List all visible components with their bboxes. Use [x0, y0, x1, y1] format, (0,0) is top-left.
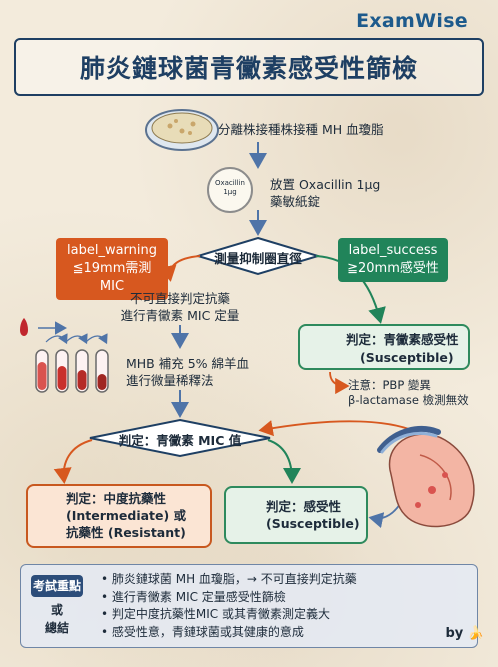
summary-or: 或	[50, 603, 63, 617]
left-note-line2: 進行青黴素 MIC 定量	[120, 308, 240, 323]
diamond-mic	[89, 418, 271, 458]
warning-line1: label_warning	[67, 243, 157, 258]
brand-logo: ExamWise	[356, 10, 468, 32]
title-box: 肺炎鏈球菌青黴素感受性篩檢	[14, 38, 484, 96]
summary-end: 總結	[44, 621, 69, 635]
byline: by 🍌	[445, 626, 485, 641]
diamond1-label: 測量抑制圈直徑	[214, 251, 302, 266]
step2-text: 放置 Oxacillin 1μg 藥敏紙錠	[270, 176, 380, 210]
success-tag: label_success ≧20mm感受性	[338, 238, 448, 282]
susceptible-bottom-box: 判定：感受性 (Susceptible)	[224, 486, 368, 544]
antibiotic-disk-icon	[207, 167, 253, 213]
note-line2: β-lactamase 檢測無效	[348, 393, 469, 407]
petri-dish-icon	[145, 109, 219, 151]
pbp-note: 注意：PBP 變異 β-lactamase 檢測無效	[348, 378, 469, 408]
step2-line2: 藥敏紙錠	[270, 194, 321, 209]
disk-label-line1: Oxacillin	[214, 179, 245, 187]
warning-line2: ≦19mm需測MIC	[72, 261, 152, 294]
bottom-left-line1: 判定：中度抗藥性	[66, 491, 167, 506]
organ-illustration	[377, 426, 475, 528]
step1-text: 分離株接種株接種 MH 血瓊脂	[218, 122, 384, 137]
susceptible-bottom-text: 判定：感受性 (Susceptible)	[266, 498, 360, 532]
arrow-to-susceptible	[267, 439, 301, 484]
summary-item: 進行青黴素 MIC 定量感受性篩檢	[101, 589, 357, 607]
bottom-mid-line2: (Susceptible)	[266, 516, 360, 531]
bottom-left-line3: 抗藥性 (Resistant)	[66, 525, 186, 540]
left-note: 不可直接判定抗藥 進行青黴素 MIC 定量	[100, 290, 260, 324]
success-line1: label_success	[348, 243, 438, 258]
note-line1: 注意：PBP 變異	[348, 378, 431, 392]
summary-item: 判定中度抗藥性MIC 或其青黴素測定義大	[101, 606, 357, 624]
arrow-to-warning	[158, 255, 201, 282]
arrow-to-resistant	[53, 439, 93, 484]
left-note-line1: 不可直接判定抗藥	[129, 291, 230, 306]
step2-line1: 放置 Oxacillin 1μg	[270, 177, 381, 192]
resistant-result-box: 判定：中度抗藥性 (Intermediate) 或 抗藥性 (Resistant…	[26, 484, 212, 548]
diamond2-label: 判定：青黴素 MIC 值	[118, 433, 242, 448]
mhb-text: MHB 補充 5% 綿羊血 進行微量稀釋法	[126, 355, 249, 389]
arrow-illustration	[368, 503, 401, 529]
summary-box: 考試重點 或 總結 肺炎鏈球菌 MH 血瓊脂，→ 不可直接判定抗藥 進行青黴素 …	[20, 564, 478, 648]
mhb-line1: MHB 補充 5% 綿羊血	[126, 356, 250, 371]
diamond-measure	[194, 236, 322, 276]
arrow-to-note	[329, 371, 350, 395]
right-result-line1: 判定：青黴素感受性	[346, 332, 459, 347]
warning-tag: label_warning ≦19mm需測MIC	[56, 238, 168, 300]
summary-tag: 考試重點	[31, 575, 83, 597]
resistant-text: 判定：中度抗藥性 (Intermediate) 或 抗藥性 (Resistant…	[66, 490, 186, 541]
summary-item: 感受性意，青鏈球菌或其健康的意成	[101, 624, 357, 642]
mhb-line2: 進行微量稀釋法	[126, 373, 214, 388]
summary-list: 肺炎鏈球菌 MH 血瓊脂，→ 不可直接判定抗藥 進行青黴素 MIC 定量感受性篩…	[101, 571, 357, 641]
test-tubes-icon	[20, 318, 109, 393]
success-line2: ≧20mm感受性	[347, 261, 439, 276]
disk-label: Oxacillin 1μg	[212, 179, 248, 197]
summary-item: 肺炎鏈球菌 MH 血瓊脂，→ 不可直接判定抗藥	[101, 571, 357, 589]
bottom-mid-line1: 判定：感受性	[266, 499, 342, 514]
page-title: 肺炎鏈球菌青黴素感受性篩檢	[79, 54, 418, 83]
right-result-line2: (Susceptible)	[360, 350, 454, 365]
bottom-left-line2: (Intermediate) 或	[66, 508, 187, 523]
disk-label-line2: 1μg	[223, 188, 237, 196]
susceptible-result-box: 判定：青黴素感受性 (Susceptible)	[298, 324, 470, 370]
